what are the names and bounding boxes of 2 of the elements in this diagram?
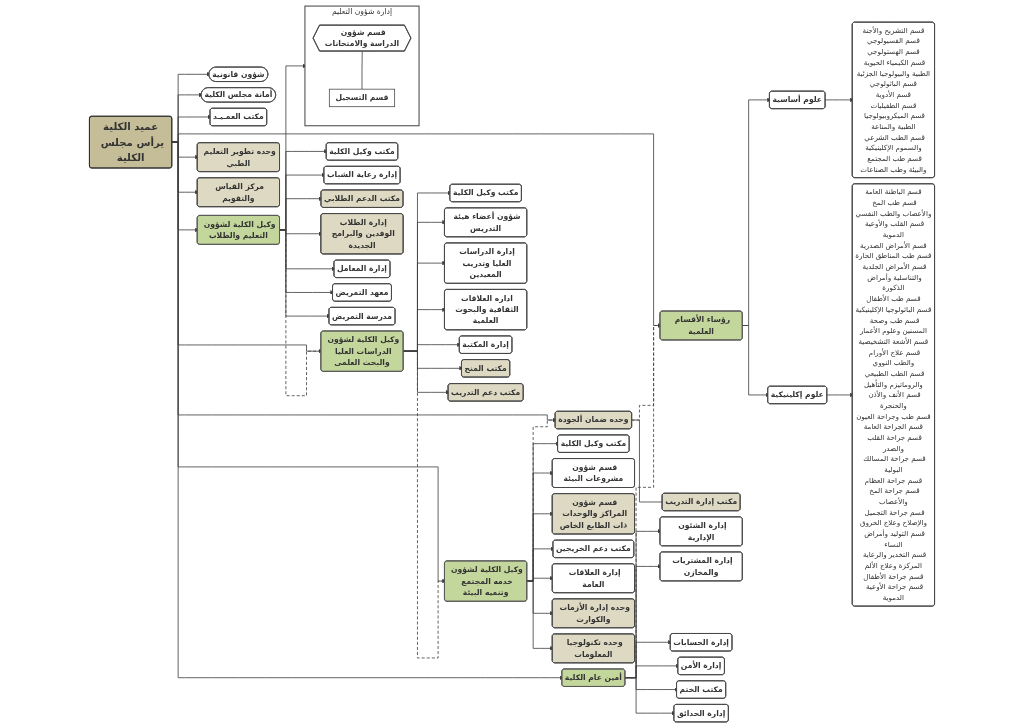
connector bbox=[631, 419, 663, 503]
connector bbox=[361, 50, 363, 90]
